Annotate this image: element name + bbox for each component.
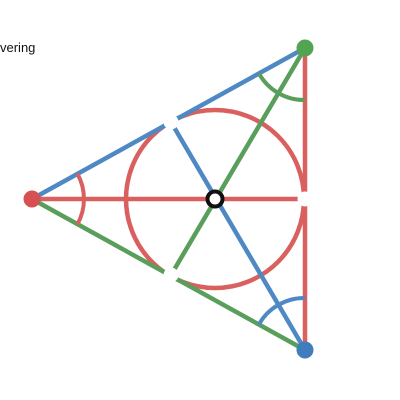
tangent-point-top bbox=[163, 114, 179, 130]
caption-text: vering bbox=[0, 40, 36, 55]
angle-arc-red-vertex bbox=[75, 172, 86, 226]
bisector-from-green-vertex bbox=[169, 46, 307, 277]
angle-arc-blue-vertex bbox=[257, 295, 306, 326]
vertex-red bbox=[23, 190, 41, 208]
tangent-point-right bbox=[297, 191, 313, 207]
bisector-from-blue-vertex bbox=[169, 120, 307, 352]
angle-arc-green-vertex bbox=[257, 72, 306, 103]
tangent-point-bottom bbox=[163, 267, 179, 283]
vertex-green bbox=[296, 39, 314, 57]
incenter-point bbox=[205, 189, 225, 209]
vertex-blue bbox=[296, 341, 314, 359]
